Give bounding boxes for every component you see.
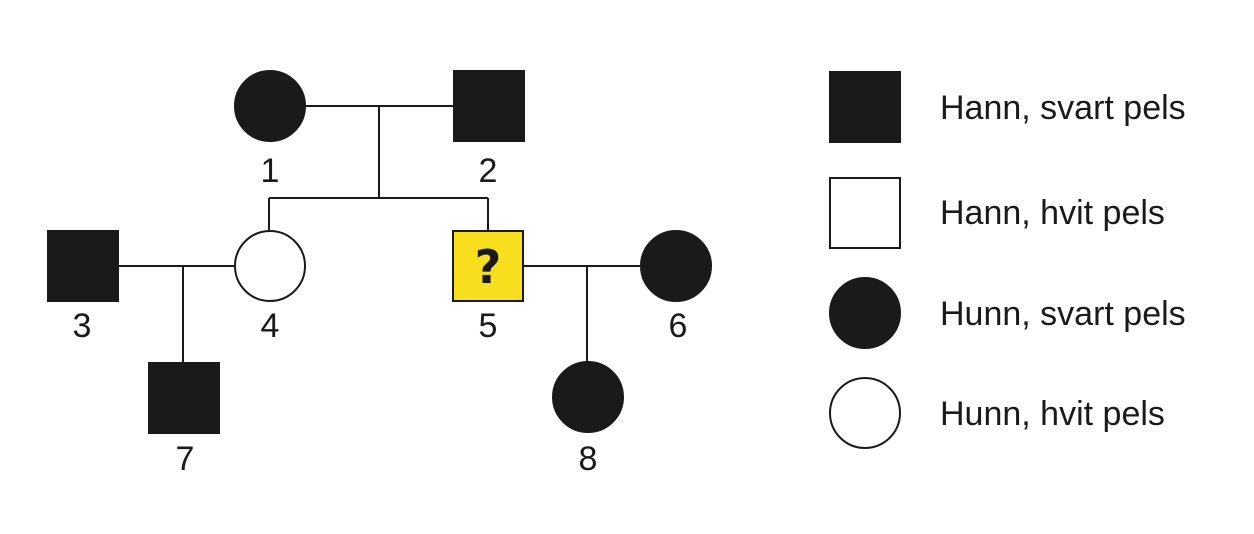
individual-4: 4: [234, 230, 306, 345]
individual-label: 4: [261, 307, 280, 345]
individual-1: 1: [234, 70, 306, 190]
legend-label: Hann, svart pels: [940, 89, 1186, 127]
female-affected-symbol: [640, 230, 712, 302]
individual-2: 2: [453, 70, 525, 190]
individual-label: 7: [176, 440, 195, 478]
individual-5: ? 5: [452, 230, 524, 345]
male-affected-symbol: [453, 70, 525, 142]
legend-label: Hunn, hvit pels: [940, 395, 1165, 433]
question-mark: ?: [475, 240, 502, 294]
individual-label: 5: [479, 307, 498, 345]
legend-label: Hunn, svart pels: [940, 295, 1186, 333]
individual-label: 8: [579, 440, 598, 478]
legend: Hann, svart pels Hann, hvit pels Hunn, s…: [829, 71, 1186, 449]
legend-label: Hann, hvit pels: [940, 194, 1165, 232]
individual-label: 2: [479, 152, 498, 190]
individual-6: 6: [640, 230, 712, 345]
female-affected-symbol: [829, 277, 901, 349]
individual-3: 3: [47, 230, 119, 345]
female-unaffected-symbol: [829, 377, 901, 449]
male-affected-symbol: [829, 71, 901, 143]
individual-label: 3: [73, 307, 92, 345]
female-affected-symbol: [552, 361, 624, 433]
individual-label: 6: [669, 307, 688, 345]
individual-label: 1: [261, 152, 280, 190]
female-unaffected-symbol: [234, 230, 306, 302]
male-unaffected-symbol: [829, 177, 901, 249]
individual-8: 8: [552, 361, 624, 478]
individual-7: 7: [148, 362, 220, 478]
female-affected-symbol: [234, 70, 306, 142]
male-unknown-symbol: [452, 230, 524, 302]
legend-item-female-affected: Hunn, svart pels: [829, 277, 1186, 349]
male-affected-symbol: [47, 230, 119, 302]
legend-item-female-unaffected: Hunn, hvit pels: [829, 377, 1165, 449]
legend-item-male-unaffected: Hann, hvit pels: [829, 177, 1165, 249]
pedigree-lines: [118, 105, 640, 362]
legend-item-male-affected: Hann, svart pels: [829, 71, 1186, 143]
male-affected-symbol: [148, 362, 220, 434]
